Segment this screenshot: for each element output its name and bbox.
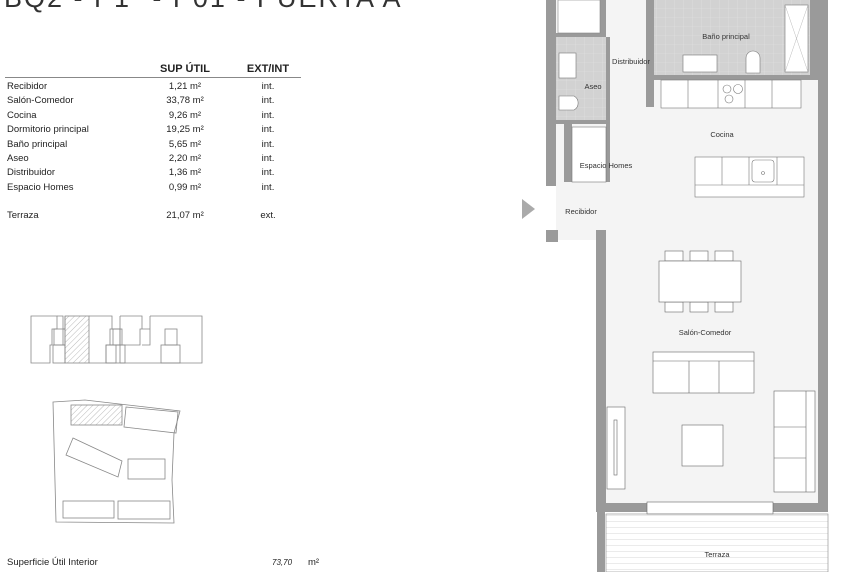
room-name: Recibidor <box>7 81 48 92</box>
room-area: 21,07 m² <box>166 210 204 222</box>
room-type: int. <box>261 152 275 164</box>
table-row: Recibidor 1,21 m² int. <box>5 80 301 94</box>
label-salon: Salón-Comedor <box>679 328 732 337</box>
room-name: Cocina <box>7 109 37 121</box>
room-area: 2,20 m² <box>168 152 202 164</box>
room-type: int. <box>261 181 275 193</box>
dining-set <box>658 250 742 313</box>
label-bano: Baño principal <box>702 32 750 41</box>
room-type: int. <box>261 124 275 136</box>
room-name: Distribuidor <box>7 167 56 179</box>
room-name: Baño principal <box>7 138 68 150</box>
toilet <box>745 50 761 74</box>
room-type: int. <box>261 109 275 121</box>
room-name: Espacio Homes <box>7 181 74 193</box>
table-row-terraza: Terraza 21,07 m² ext. <box>5 209 301 223</box>
plan-title: BQ2 - P1º - P01 - PUERTA A <box>4 0 403 14</box>
header-area: SUP ÚTIL <box>160 63 210 75</box>
total-unit: m² <box>308 557 320 568</box>
table-row: Baño principal 5,65 m² int. <box>5 138 301 152</box>
sliding-window <box>646 501 774 515</box>
floor-plan: Baño principal Distribuidor Aseo Cocina … <box>522 0 829 572</box>
room-name: Terraza <box>7 210 39 222</box>
table-header: SUP ÚTIL EXT/INT <box>5 63 301 78</box>
room-type: int. <box>261 81 275 92</box>
room-area: 0,99 m² <box>168 181 202 193</box>
tv-unit <box>606 406 626 490</box>
total-label: Superficie Útil Interior <box>7 557 98 568</box>
room-area: 9,26 m² <box>168 109 202 121</box>
room-area: 5,65 m² <box>168 138 202 150</box>
total-value: 73,70 <box>272 558 293 567</box>
wardrobe <box>557 0 601 34</box>
bano-floor <box>654 0 810 75</box>
room-area: 1,21 m² <box>168 81 202 92</box>
sofa <box>652 351 755 394</box>
room-area: 33,78 m² <box>166 95 204 107</box>
washbasin <box>682 54 718 73</box>
label-distribuidor: Distribuidor <box>612 57 650 66</box>
kitchen-counter <box>660 79 805 198</box>
key-plan-site <box>52 399 181 524</box>
side-sofa <box>773 390 816 493</box>
room-type: int. <box>261 95 275 107</box>
table-row: Salón-Comedor 33,78 m² int. <box>5 94 301 108</box>
room-name: Dormitorio principal <box>7 124 89 136</box>
label-homes: Espacio Homes <box>580 161 633 170</box>
label-terraza: Terraza <box>704 550 730 559</box>
room-type: int. <box>261 167 275 179</box>
table-row: Dormitorio principal 19,25 m² int. <box>5 123 301 137</box>
terrace <box>605 513 829 572</box>
entrance-arrow-icon <box>522 199 535 219</box>
room-name: Salón-Comedor <box>7 95 74 107</box>
room-type: int. <box>261 138 275 150</box>
table-row: Cocina 9,26 m² int. <box>5 109 301 123</box>
room-area: 1,36 m² <box>168 167 202 179</box>
total-surface: Superficie Útil Interior 73,70 m² <box>7 557 327 568</box>
table-row: Espacio Homes 0,99 m² int. <box>5 181 301 195</box>
coffee-table <box>681 424 724 467</box>
homes-cabinet <box>571 126 607 183</box>
label-cocina: Cocina <box>710 130 734 139</box>
header-type: EXT/INT <box>246 63 290 75</box>
key-plan-building <box>30 316 203 363</box>
room-type: ext. <box>260 210 276 222</box>
table-row: Distribuidor 1,36 m² int. <box>5 166 301 180</box>
label-recibidor: Recibidor <box>565 207 597 216</box>
label-aseo: Aseo <box>584 82 601 91</box>
table-row: Aseo 2,20 m² int. <box>5 152 301 166</box>
room-name: Aseo <box>7 152 29 164</box>
room-area: 19,25 m² <box>166 124 204 136</box>
